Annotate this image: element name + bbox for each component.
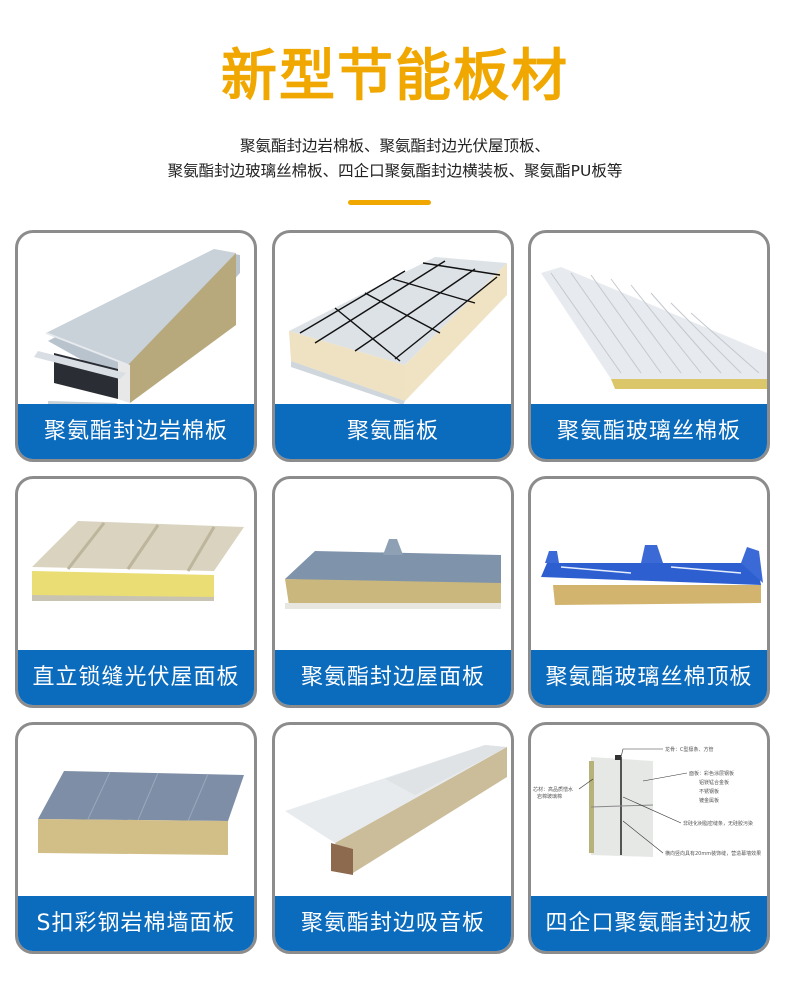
- s-lock-wall-panel-image: [18, 725, 254, 899]
- product-card-rock-wool[interactable]: 聚氨酯封边岩棉板: [15, 230, 257, 462]
- sound-absorbing-panel-image: [275, 725, 511, 899]
- product-card-s-lock-wall[interactable]: S扣彩钢岩棉墙面板: [15, 722, 257, 954]
- product-label: 聚氨酯封边屋面板: [275, 650, 511, 705]
- product-card-standing-seam[interactable]: 直立锁缝光伏屋面板: [15, 476, 257, 708]
- four-tongue-panel-diagram: 龙骨：C型檩条、方管 芯材：高品质憎水 岩棉玻璃棉 面板：彩色涂层钢板 铝镁锰合…: [531, 725, 767, 899]
- svg-text:芯材：高品质憎水: 芯材：高品质憎水: [533, 786, 573, 793]
- product-label: 聚氨酯封边岩棉板: [18, 404, 254, 459]
- product-card-polyurethane[interactable]: 聚氨酯板: [272, 230, 514, 462]
- pu-edge-roof-panel-image: [275, 479, 511, 653]
- product-label: 聚氨酯封边吸音板: [275, 896, 511, 951]
- title-divider: [348, 200, 431, 205]
- svg-text:非硅化树脂密缝条，无硅胶污染: 非硅化树脂密缝条，无硅胶污染: [683, 820, 753, 827]
- product-card-pu-roof[interactable]: 聚氨酯封边屋面板: [272, 476, 514, 708]
- svg-text:镀金属板: 镀金属板: [699, 797, 719, 804]
- page-subtitle: 聚氨酯封边岩棉板、聚氨酯封边光伏屋顶板、 聚氨酯封边玻璃丝棉板、四企口聚氨酯封边…: [0, 134, 790, 184]
- svg-text:岩棉玻璃棉: 岩棉玻璃棉: [537, 793, 562, 800]
- svg-text:不锈钢板: 不锈钢板: [699, 788, 719, 795]
- product-label: S扣彩钢岩棉墙面板: [18, 896, 254, 951]
- product-label: 四企口聚氨酯封边板: [531, 896, 767, 951]
- glass-wool-roof-panel-image: [531, 479, 767, 653]
- svg-text:面板：彩色涂层钢板: 面板：彩色涂层钢板: [689, 770, 734, 777]
- product-label: 聚氨酯板: [275, 404, 511, 459]
- svg-text:横向竖向具有20mm装饰缝，营造幕墙效果: 横向竖向具有20mm装饰缝，营造幕墙效果: [665, 850, 761, 857]
- product-card-four-tongue[interactable]: 龙骨：C型檩条、方管 芯材：高品质憎水 岩棉玻璃棉 面板：彩色涂层钢板 铝镁锰合…: [528, 722, 770, 954]
- svg-text:铝镁锰合金板: 铝镁锰合金板: [699, 779, 729, 786]
- standing-seam-roof-panel-image: [18, 479, 254, 653]
- product-label: 聚氨酯玻璃丝棉顶板: [531, 650, 767, 705]
- product-card-glass-wool[interactable]: 聚氨酯玻璃丝棉板: [528, 230, 770, 462]
- rock-wool-sandwich-panel-image: [18, 233, 254, 407]
- svg-text:龙骨：C型檩条、方管: 龙骨：C型檩条、方管: [665, 746, 714, 753]
- subtitle-line-1: 聚氨酯封边岩棉板、聚氨酯封边光伏屋顶板、: [239, 137, 550, 155]
- product-card-glass-wool-roof[interactable]: 聚氨酯玻璃丝棉顶板: [528, 476, 770, 708]
- polyurethane-panel-image: [275, 233, 511, 407]
- product-label: 聚氨酯玻璃丝棉板: [531, 404, 767, 459]
- subtitle-line-2: 聚氨酯封边玻璃丝棉板、四企口聚氨酯封边横装板、聚氨酯PU板等: [167, 162, 623, 180]
- page-title: 新型节能板材: [221, 44, 569, 109]
- product-label: 直立锁缝光伏屋面板: [18, 650, 254, 705]
- product-card-sound-absorbing[interactable]: 聚氨酯封边吸音板: [272, 722, 514, 954]
- glass-wool-panel-image: [531, 233, 767, 407]
